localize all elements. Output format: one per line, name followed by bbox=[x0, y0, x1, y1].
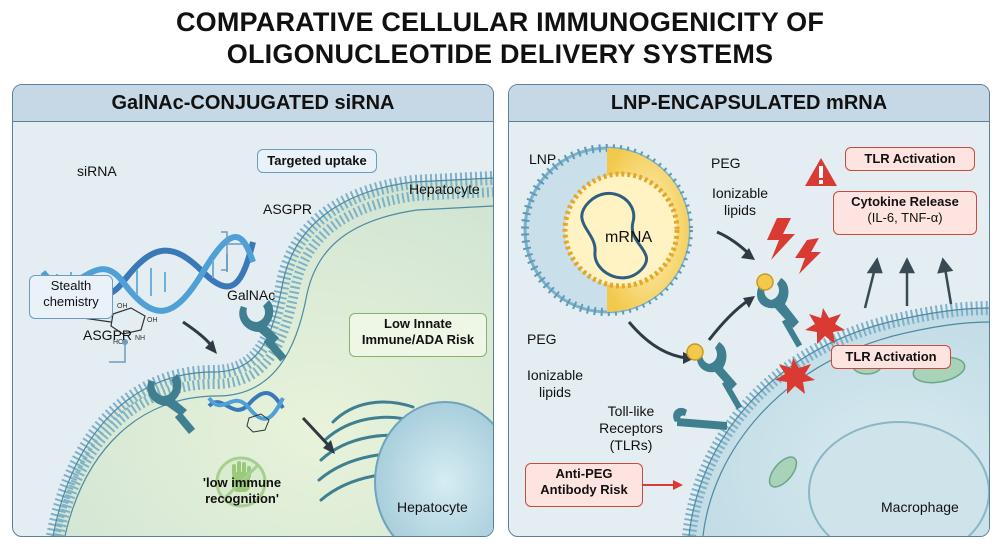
receptor-icon bbox=[696, 342, 743, 410]
uptake-arrow bbox=[707, 298, 750, 341]
low-risk-line-1: Low Innate bbox=[384, 316, 452, 331]
tlr-label: Toll-like Receptors (TLRs) bbox=[587, 403, 675, 454]
bound-sirna-icon bbox=[207, 391, 285, 433]
anti-peg-risk-box: Anti-PEG Antibody Risk bbox=[525, 463, 643, 507]
title-line-1: COMPARATIVE CELLULAR IMMUNOGENICITY OF bbox=[175, 7, 825, 37]
tlr-line-3: (TLRs) bbox=[609, 437, 653, 453]
low-recog-line-1: 'low immune bbox=[202, 475, 282, 490]
lipid-ligand bbox=[756, 273, 774, 291]
asgpr-label-top: ASGPR bbox=[263, 201, 313, 217]
cytokine-line-1: Cytokine Release bbox=[851, 194, 959, 209]
galnac-panel: GalNAc-CONJUGATED siRNA bbox=[12, 84, 494, 537]
warning-triangle-icon bbox=[805, 158, 837, 186]
anti-peg-line-2: Antibody Risk bbox=[540, 482, 628, 497]
svg-text:OH: OH bbox=[147, 317, 158, 324]
lnp-panel: LNP-ENCAPSULATED mRNA bbox=[508, 84, 990, 537]
mrna-label: mRNA bbox=[605, 229, 653, 246]
receptor-icon bbox=[147, 374, 196, 434]
mitochondrion-icon bbox=[768, 456, 798, 488]
low-recog-line-2: recognition' bbox=[205, 491, 279, 506]
lightning-icon bbox=[767, 218, 821, 274]
hepatocyte-label-bottom: Hepatocyte bbox=[397, 499, 468, 515]
receptor-icon bbox=[673, 407, 727, 430]
lnp-particle bbox=[521, 144, 693, 316]
tlr-line-2: Receptors bbox=[599, 420, 663, 436]
sirna-label: siRNA bbox=[77, 163, 117, 179]
receptor-icon bbox=[239, 300, 287, 362]
ionizable-left-line-2: lipids bbox=[539, 384, 571, 400]
cytokine-line-2: (IL-6, TNF-α) bbox=[867, 210, 943, 225]
starburst-icon bbox=[775, 358, 815, 394]
tlr-activation-box-mid: TLR Activation bbox=[831, 345, 951, 369]
low-immune-recognition-label: 'low immune recognition' bbox=[187, 475, 297, 507]
tlr-activation-box-top: TLR Activation bbox=[845, 147, 975, 171]
macrophage-label: Macrophage bbox=[881, 499, 959, 515]
ionizable-line-1: Ionizable bbox=[711, 185, 769, 201]
ionizable-left-line-1: Ionizable bbox=[526, 367, 584, 383]
cytokine-release-box: Cytokine Release (IL-6, TNF-α) bbox=[833, 191, 977, 235]
ionizable-lipids-label-right: Ionizable lipids bbox=[705, 185, 775, 219]
lipid-ligand bbox=[686, 343, 704, 361]
mrna-strand bbox=[580, 191, 648, 280]
binding-arrow bbox=[182, 320, 215, 349]
peg-label-left: PEG bbox=[527, 331, 557, 347]
galnac-panel-header: GalNAc-CONJUGATED siRNA bbox=[13, 85, 493, 122]
starburst-icon bbox=[805, 308, 845, 344]
asgpr-label-left: ASGPR bbox=[83, 327, 133, 343]
cytokine-arrows bbox=[863, 257, 954, 309]
low-immune-risk-box: Low Innate Immune/ADA Risk bbox=[349, 313, 487, 357]
svg-text:NH: NH bbox=[135, 335, 145, 342]
galnac-label: GalNAc bbox=[227, 287, 276, 303]
svg-text:HO: HO bbox=[113, 339, 124, 346]
stealth-line-2: chemistry bbox=[43, 294, 99, 309]
ionizable-lipids-label-left: Ionizable lipids bbox=[515, 367, 595, 401]
hand-stop-icon bbox=[215, 456, 267, 508]
receptor-icon bbox=[756, 278, 803, 348]
ionizable-line-2: lipids bbox=[724, 202, 756, 218]
stealth-line-1: Stealth bbox=[50, 278, 92, 293]
uptake-arrow bbox=[627, 321, 688, 360]
targeted-uptake-box: Targeted uptake bbox=[257, 149, 377, 173]
nucleus-icon bbox=[808, 421, 989, 536]
stealth-chemistry-box: Stealth chemistry bbox=[29, 275, 113, 319]
uptake-arrow bbox=[716, 230, 751, 256]
title-line-2: OLIGONUCLEOTIDE DELIVERY SYSTEMS bbox=[226, 39, 774, 69]
svg-text:OH: OH bbox=[117, 303, 128, 310]
hepatocyte-label-top: Hepatocyte bbox=[409, 181, 480, 197]
page-title: COMPARATIVE CELLULAR IMMUNOGENICITY OF O… bbox=[0, 6, 1000, 70]
anti-peg-line-1: Anti-PEG bbox=[555, 466, 613, 481]
tlr-line-1: Toll-like bbox=[607, 403, 655, 419]
internalization-arrow bbox=[301, 416, 333, 450]
nucleus-icon bbox=[374, 401, 493, 536]
low-risk-line-2: Immune/ADA Risk bbox=[361, 332, 475, 347]
lnp-label: LNP bbox=[529, 151, 557, 167]
peg-label-top: PEG bbox=[711, 155, 741, 171]
lnp-panel-header: LNP-ENCAPSULATED mRNA bbox=[509, 85, 989, 122]
